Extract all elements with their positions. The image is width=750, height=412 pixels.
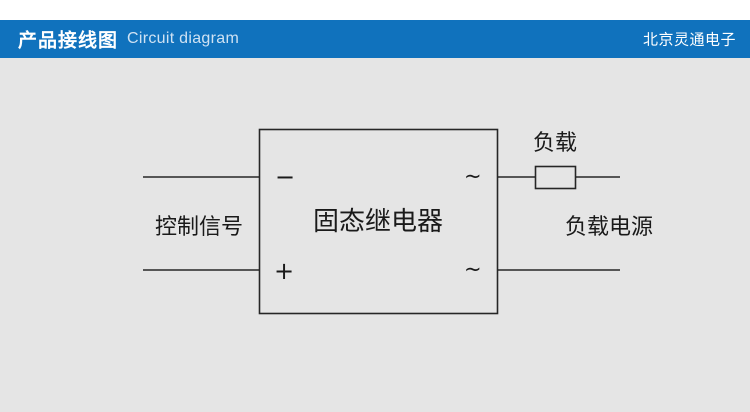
circuit-diagram-svg: − + ~ ~ 固态继电器 控制信号 负载 负载电源 <box>143 128 653 315</box>
page-title-en: Circuit diagram <box>127 30 240 47</box>
load-label: 负载 <box>533 131 577 156</box>
control-signal-label: 控制信号 <box>155 215 243 240</box>
load-power-label: 负载电源 <box>565 215 653 240</box>
relay-box <box>258 128 499 315</box>
header-bar: 产品接线图 Circuit diagram 北京灵通电子 <box>0 20 750 58</box>
terminal-ac-bottom-symbol: ~ <box>464 257 482 281</box>
page-title-cn: 产品接线图 <box>18 29 119 52</box>
terminal-minus-symbol: − <box>275 163 295 191</box>
brand-label: 北京灵通电子 <box>642 30 736 49</box>
diagram-canvas: − + ~ ~ 固态继电器 控制信号 负载 负载电源 <box>0 58 750 412</box>
relay-box-label: 固态继电器 <box>313 207 443 237</box>
terminal-ac-top-symbol: ~ <box>464 164 482 188</box>
terminal-plus-symbol: + <box>274 257 294 285</box>
load-resistor-symbol <box>534 165 577 190</box>
